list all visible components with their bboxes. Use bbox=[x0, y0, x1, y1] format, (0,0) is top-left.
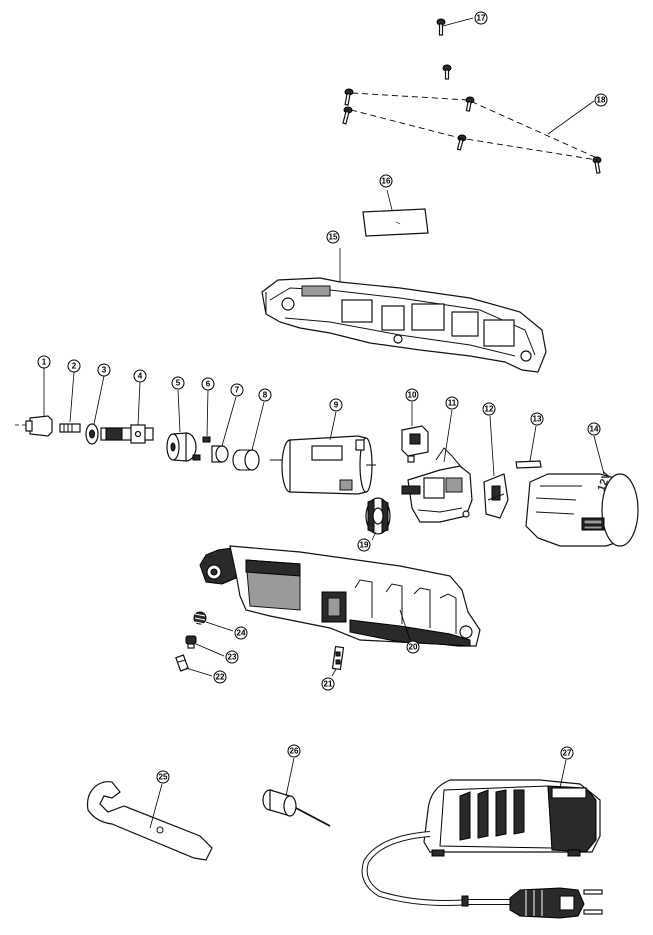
svg-text:8: 8 bbox=[263, 391, 268, 400]
mandrel-26 bbox=[262, 757, 331, 827]
svg-text:22: 22 bbox=[216, 673, 225, 682]
collet-nut-1 bbox=[25, 368, 53, 437]
pin-22 bbox=[175, 654, 213, 677]
bearing-5 bbox=[166, 389, 197, 462]
svg-text:27: 27 bbox=[563, 749, 572, 758]
svg-text:7: 7 bbox=[235, 386, 240, 395]
housing-half-20 bbox=[199, 545, 481, 647]
svg-text:24: 24 bbox=[237, 629, 246, 638]
screw-18-group bbox=[342, 88, 602, 174]
callout-3: 3 bbox=[97, 363, 111, 377]
callout-22: 22 bbox=[213, 670, 227, 684]
svg-text:13: 13 bbox=[533, 415, 542, 424]
svg-text:1: 1 bbox=[42, 358, 47, 367]
callout-1: 1 bbox=[37, 355, 51, 369]
spindle-4 bbox=[100, 381, 154, 444]
callout-12: 12 bbox=[482, 402, 496, 416]
svg-text:26: 26 bbox=[290, 747, 299, 756]
svg-text:2: 2 bbox=[72, 362, 77, 371]
callout-16: 16 bbox=[379, 174, 393, 188]
svg-text:12: 12 bbox=[485, 405, 494, 414]
callout-5: 5 bbox=[171, 376, 185, 390]
callout-8: 8 bbox=[258, 388, 272, 402]
screw-18-c bbox=[342, 106, 353, 125]
screw-18-b bbox=[465, 96, 475, 112]
callout-6: 6 bbox=[201, 377, 215, 391]
svg-text:5: 5 bbox=[176, 379, 181, 388]
screw-17-top bbox=[436, 18, 446, 36]
screw-17-bottom bbox=[442, 64, 452, 80]
callout-2: 2 bbox=[67, 359, 81, 373]
switch-10 bbox=[401, 402, 429, 463]
svg-text:17: 17 bbox=[477, 14, 486, 23]
led-21 bbox=[331, 645, 345, 677]
svg-text:14: 14 bbox=[590, 425, 599, 434]
callout-4: 4 bbox=[133, 369, 147, 383]
label-plate-16 bbox=[362, 189, 429, 237]
callout-26: 26 bbox=[287, 744, 301, 758]
pcb-assembly-11 bbox=[401, 409, 473, 523]
svg-text:23: 23 bbox=[228, 653, 237, 662]
callout-21: 21 bbox=[321, 677, 335, 691]
screw-17-group bbox=[436, 17, 474, 80]
callout-11: 11 bbox=[445, 396, 459, 410]
battery-pack-14: 12V bbox=[525, 435, 639, 547]
collet-2 bbox=[59, 371, 81, 433]
svg-text:4: 4 bbox=[138, 372, 143, 381]
svg-text:6: 6 bbox=[206, 380, 211, 389]
battery-terminal-12 bbox=[483, 415, 509, 519]
svg-text:16: 16 bbox=[382, 177, 391, 186]
washer-3 bbox=[85, 375, 105, 445]
svg-text:10: 10 bbox=[408, 391, 417, 400]
wrench-25 bbox=[86, 781, 213, 861]
lock-button-23 bbox=[185, 635, 225, 657]
screw-18-e bbox=[592, 156, 602, 174]
callout-17: 17 bbox=[474, 11, 488, 25]
charger-27 bbox=[361, 759, 603, 919]
screw-18-d bbox=[456, 134, 467, 151]
callout-7: 7 bbox=[230, 383, 244, 397]
svg-text:19: 19 bbox=[360, 541, 369, 550]
callout-20: 20 bbox=[406, 640, 420, 654]
callout-14: 14 bbox=[587, 422, 601, 436]
callout-13: 13 bbox=[530, 412, 544, 426]
motor-9 bbox=[270, 411, 376, 495]
callout-15: 15 bbox=[326, 230, 340, 244]
callout-27: 27 bbox=[560, 746, 574, 760]
screw-18-a bbox=[344, 88, 354, 106]
svg-text:21: 21 bbox=[324, 680, 333, 689]
svg-text:25: 25 bbox=[159, 773, 168, 782]
fan-19 bbox=[365, 497, 391, 541]
svg-text:15: 15 bbox=[329, 233, 338, 242]
callout-25: 25 bbox=[156, 770, 170, 784]
callout-24: 24 bbox=[234, 626, 248, 640]
spring-24 bbox=[193, 611, 234, 632]
svg-text:18: 18 bbox=[597, 96, 606, 105]
callout-18: 18 bbox=[594, 93, 608, 107]
bushing-8 bbox=[232, 401, 265, 471]
svg-text:11: 11 bbox=[448, 399, 457, 408]
callout-19: 19 bbox=[357, 538, 371, 552]
key-6 bbox=[192, 389, 211, 461]
coupling-7 bbox=[211, 396, 237, 463]
callout-10: 10 bbox=[405, 388, 419, 402]
svg-text:9: 9 bbox=[334, 401, 339, 410]
clip-13 bbox=[515, 425, 542, 469]
housing-half-15 bbox=[261, 248, 547, 373]
svg-text:20: 20 bbox=[409, 643, 418, 652]
callout-9: 9 bbox=[329, 398, 343, 412]
callout-23: 23 bbox=[225, 650, 239, 664]
svg-text:3: 3 bbox=[102, 366, 107, 375]
